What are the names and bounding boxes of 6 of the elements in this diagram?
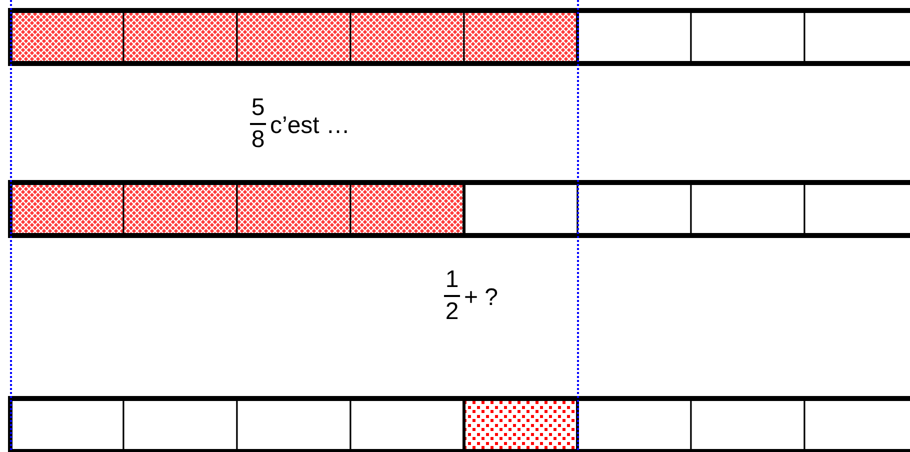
- math-text: c’est …: [270, 114, 350, 138]
- fraction-denominator: 8: [251, 128, 265, 152]
- fraction-numerator: 1: [445, 268, 459, 292]
- fraction-numerator: 5: [251, 96, 265, 120]
- math-text: + ?: [464, 286, 498, 310]
- fraction-denominator: 2: [445, 300, 459, 324]
